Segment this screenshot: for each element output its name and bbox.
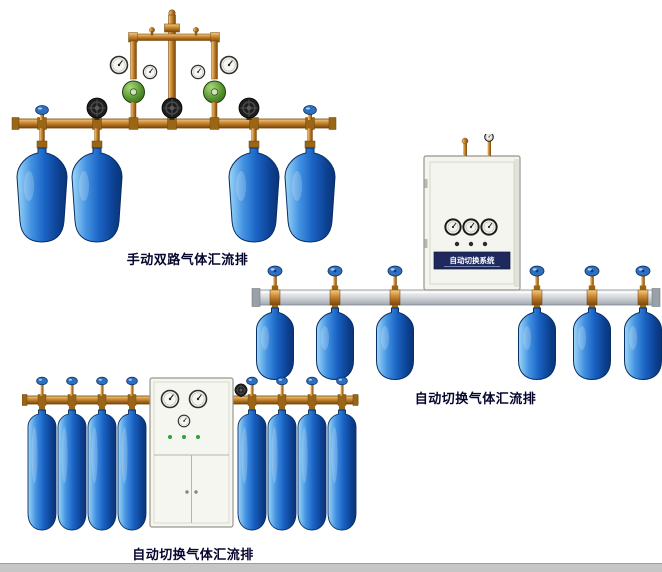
pressure-gauge: [480, 218, 498, 236]
manual-dual-manifold-figure: [11, 9, 337, 243]
gas-cylinder: [316, 307, 354, 380]
gas-cylinder: [327, 409, 357, 531]
handwheel-valve-icon: [86, 97, 108, 119]
blue-valve-cap-icon: [36, 376, 48, 386]
blue-valve-cap-icon: [584, 265, 600, 277]
indicator-dot: [454, 241, 460, 247]
gas-cylinder: [27, 409, 57, 531]
gas-cylinder: [624, 307, 662, 380]
gas-cylinder: [573, 307, 611, 380]
pressure-gauge: [444, 218, 462, 236]
door-knob: [185, 490, 189, 494]
gas-cylinder: [57, 409, 87, 531]
blue-valve-cap-icon: [267, 265, 283, 277]
blue-valve-cap-icon: [387, 265, 403, 277]
gas-cylinder: [267, 409, 297, 531]
pressure-gauge: [109, 55, 129, 75]
pressure-gauge: [188, 389, 208, 409]
indicator-dot: [196, 435, 200, 439]
pressure-gauge: [142, 64, 158, 80]
product-label-auto-switch-bottom: 自动切换气体汇流排: [132, 548, 254, 563]
gas-cylinder: [16, 147, 68, 243]
blue-valve-cap-icon: [336, 376, 348, 386]
rail-valve-stems: [267, 265, 651, 306]
blue-valve-cap-icon: [529, 265, 545, 277]
auto-switch-manifold-figure-bottom: [22, 376, 359, 531]
product-label-auto-switch-right: 自动切换气体汇流排: [414, 392, 537, 407]
gas-cylinder: [237, 409, 267, 531]
regulator-station-right: [190, 55, 239, 125]
control-cabinet: 自动切换系统: [423, 134, 521, 291]
blue-valve-cap-icon: [66, 376, 78, 386]
blue-valve-cap-icon: [276, 376, 288, 386]
pressure-gauge: [160, 389, 180, 409]
pressure-gauge: [177, 414, 191, 428]
cabinet-top-pipe: [487, 136, 491, 156]
gas-cylinders: [256, 305, 662, 380]
cabinet-top-pipe: [463, 142, 467, 156]
collection-rail: [251, 288, 661, 307]
bottom-divider: [0, 563, 662, 572]
product-label-manual-dual: 手动双路气体汇流排: [126, 253, 249, 268]
gas-cylinder: [297, 409, 327, 531]
indicator-dot: [482, 241, 488, 247]
blue-valve-cap-icon: [246, 376, 258, 386]
gas-cylinder: [71, 147, 123, 243]
blue-valve-cap-icon: [126, 376, 138, 386]
pipe-valves: [35, 97, 317, 120]
gas-cylinder: [87, 409, 117, 531]
blue-valve-cap-icon: [635, 265, 651, 277]
indicator-dot: [182, 435, 186, 439]
pipe-valve-caps: [36, 376, 348, 397]
blue-valve-cap-icon: [96, 376, 108, 386]
handwheel-valve-icon: [238, 97, 260, 119]
handwheel-valve-icon: [234, 383, 248, 397]
indicator-dot: [468, 241, 474, 247]
auto-switch-manifold-figure-right: 自动切换系统: [251, 134, 662, 380]
pressure-gauge: [484, 134, 494, 142]
gas-cylinders: [27, 403, 357, 531]
handwheel-valve-icon: [161, 97, 183, 119]
blue-valve-cap-icon: [303, 105, 317, 115]
cabinet-hinge: [424, 239, 428, 248]
door-knob: [194, 490, 198, 494]
cabinet-name-text: 自动切换系统: [450, 255, 495, 265]
blue-valve-cap-icon: [306, 376, 318, 386]
cabinet-hinge: [424, 179, 428, 188]
gas-cylinder: [376, 307, 414, 380]
gas-cylinder: [256, 307, 294, 380]
gas-cylinder: [117, 409, 147, 531]
cabinet-name-panel: [433, 251, 511, 270]
blue-valve-cap-icon: [35, 105, 49, 115]
indicator-dot: [168, 435, 172, 439]
control-cabinet: [149, 377, 234, 528]
pressure-gauge: [462, 218, 480, 236]
pressure-gauge: [219, 55, 239, 75]
blue-valve-cap-icon: [327, 265, 343, 277]
pressure-gauge: [190, 64, 206, 80]
gas-cylinder: [518, 307, 556, 380]
